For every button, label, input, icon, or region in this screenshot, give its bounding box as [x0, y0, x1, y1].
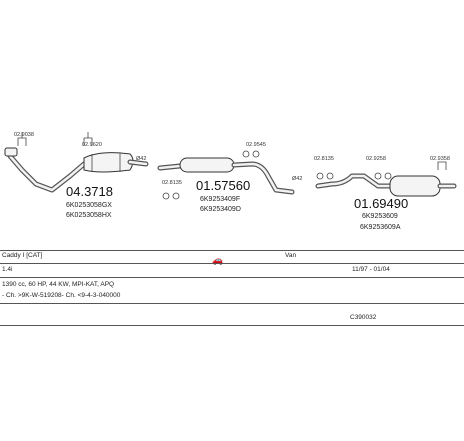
table-rule-1 [0, 263, 464, 264]
oe-number-middle-1: 6K9253409F [200, 196, 240, 203]
clamp-label-4: 02.8135 [314, 156, 334, 162]
clamp-label-1: 02.9038 [14, 132, 34, 138]
part-number-rear: 01.69490 [354, 196, 408, 211]
clamp-icon [17, 132, 447, 200]
oe-number-middle-2: 6K9253409D [200, 206, 241, 213]
oe-number-rear-2: 6K9253609A [360, 224, 401, 231]
body-text: Van [285, 252, 297, 259]
years-text: 11/97 - 01/04 [352, 266, 390, 273]
table-rule-bottom [0, 325, 464, 326]
clamp-label-7: 02.8135 [162, 180, 182, 186]
specs-text: 1390 cc, 60 HP, 44 KW, MPI-KAT, APQ [2, 281, 115, 288]
table-rule-2 [0, 277, 464, 278]
middle-silencer-part [157, 157, 295, 195]
clamp-label-5: 02.9258 [366, 156, 386, 162]
clamp-label-2: 02.9620 [82, 142, 102, 148]
oe-number-front-1: 6K0253058GX [66, 202, 112, 209]
part-number-middle: 01.57560 [196, 178, 250, 193]
exhaust-diagram: 02.9038 02.9620 02.9545 02.8135 02.9258 … [4, 132, 457, 231]
part-number-front: 04.3718 [66, 184, 113, 199]
clamp-label-6: 02.9358 [430, 156, 450, 162]
front-flange [4, 147, 18, 157]
chassis-text: - Ch. >9K-W-519208- Ch. <9-4-3-040000 [2, 292, 121, 299]
rear-silencer-part [315, 173, 457, 197]
middle-silencer-body [179, 157, 235, 173]
diameter-label-1: Ø42 [136, 156, 146, 162]
table-rule-top [0, 250, 464, 251]
catalog-code: C390032 [350, 314, 377, 321]
car-icon: 🚗 [212, 255, 224, 265]
clamp-label-3: 02.9545 [246, 142, 266, 148]
engine-text: 1.4i [2, 266, 13, 273]
diameter-label-2: Ø42 [292, 176, 302, 182]
catalyst-body [83, 152, 134, 173]
front-pipe-part [4, 147, 149, 193]
oe-number-rear-1: 6K9253609 [362, 213, 398, 220]
oe-number-front-2: 6K0253058HX [66, 212, 112, 219]
table-rule-3 [0, 303, 464, 304]
rear-silencer-body [389, 175, 441, 197]
model-text: Caddy I [CAT] [2, 252, 43, 259]
